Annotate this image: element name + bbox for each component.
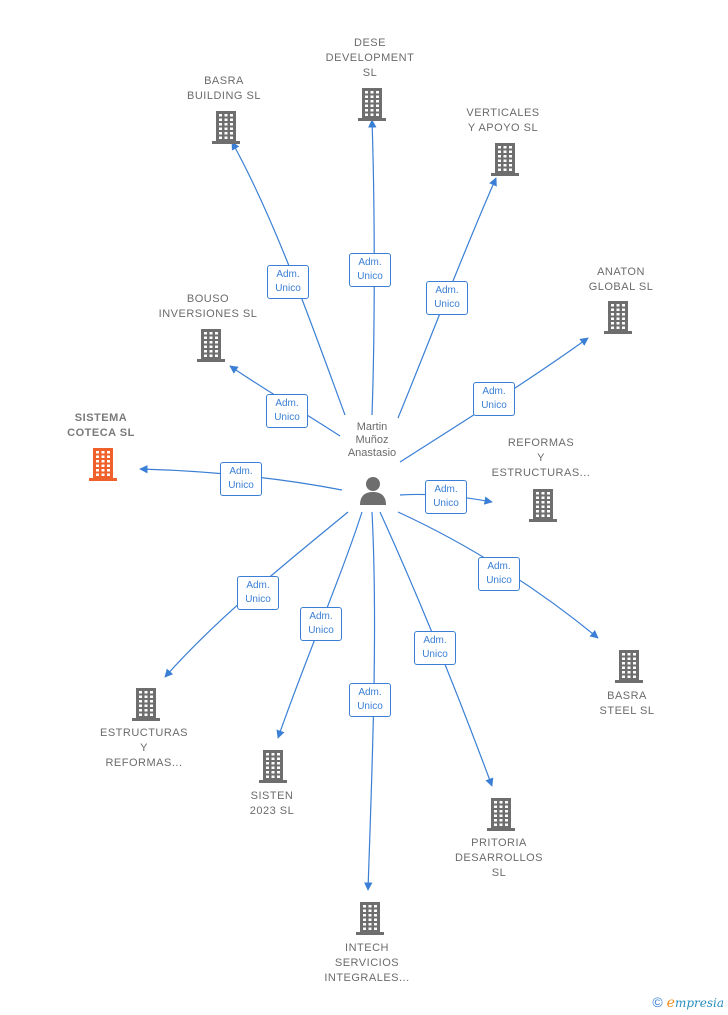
company-label-bouso-inversiones[interactable]: BOUSO INVERSIONES SL bbox=[158, 293, 258, 320]
company-label-estructuras-reformas[interactable]: ESTRUCTURAS Y REFORMAS... bbox=[99, 727, 189, 769]
relation-badge-bouso-inversiones: Adm. Unico bbox=[266, 394, 308, 428]
center-person-label[interactable]: Martin Muñoz Anastasio bbox=[347, 421, 397, 460]
building-icon[interactable] bbox=[486, 796, 516, 832]
copyright-icon: © bbox=[652, 994, 663, 1010]
company-label-verticales-apoyo[interactable]: VERTICALES Y APOYO SL bbox=[466, 107, 540, 134]
relation-badge-pritoria-desarrollos: Adm. Unico bbox=[414, 631, 456, 665]
company-label-intech-servicios[interactable]: INTECH SERVICIOS INTEGRALES... bbox=[324, 942, 410, 984]
relation-badge-basra-building: Adm. Unico bbox=[267, 265, 309, 299]
relation-badge-anaton-global: Adm. Unico bbox=[473, 382, 515, 416]
relation-badge-intech-servicios: Adm. Unico bbox=[349, 683, 391, 717]
building-icon[interactable] bbox=[357, 86, 387, 122]
relation-badge-sistema-coteca: Adm. Unico bbox=[220, 462, 262, 496]
company-label-pritoria-desarrollos[interactable]: PRITORIA DESARROLLOS SL bbox=[454, 837, 544, 879]
relation-badge-dese-development: Adm. Unico bbox=[349, 253, 391, 287]
relation-badge-basra-steel: Adm. Unico bbox=[478, 557, 520, 591]
company-label-sisten-2023[interactable]: SISTEN 2023 SL bbox=[249, 790, 295, 817]
brand-initial: e bbox=[666, 995, 675, 1011]
relation-badge-estructuras-reformas: Adm. Unico bbox=[237, 576, 279, 610]
building-icon[interactable] bbox=[614, 648, 644, 684]
building-icon[interactable] bbox=[528, 487, 558, 523]
company-label-basra-building[interactable]: BASRA BUILDING SL bbox=[187, 75, 261, 102]
relation-badge-reformas-estructuras: Adm. Unico bbox=[425, 480, 467, 514]
building-icon[interactable] bbox=[490, 141, 520, 177]
building-icon[interactable] bbox=[88, 446, 118, 482]
company-label-dese-development[interactable]: DESE DEVELOPMENT SL bbox=[325, 37, 415, 79]
brand-name: mpresia bbox=[674, 996, 724, 1010]
relation-badge-sisten-2023: Adm. Unico bbox=[300, 607, 342, 641]
footer-brand: ©empresia bbox=[652, 994, 724, 1011]
building-icon[interactable] bbox=[211, 109, 241, 145]
building-icon[interactable] bbox=[355, 900, 385, 936]
building-icon[interactable] bbox=[196, 327, 226, 363]
building-icon[interactable] bbox=[131, 686, 161, 722]
person-icon[interactable] bbox=[358, 475, 388, 505]
company-label-reformas-estructuras[interactable]: REFORMAS Y ESTRUCTURAS... bbox=[491, 437, 591, 479]
company-label-basra-steel[interactable]: BASRA STEEL SL bbox=[599, 690, 655, 717]
relation-badge-verticales-apoyo: Adm. Unico bbox=[426, 281, 468, 315]
building-icon[interactable] bbox=[258, 748, 288, 784]
building-icon[interactable] bbox=[603, 299, 633, 335]
company-label-sistema-coteca[interactable]: SISTEMA COTECA SL bbox=[67, 412, 135, 439]
company-label-anaton-global[interactable]: ANATON GLOBAL SL bbox=[588, 266, 654, 293]
